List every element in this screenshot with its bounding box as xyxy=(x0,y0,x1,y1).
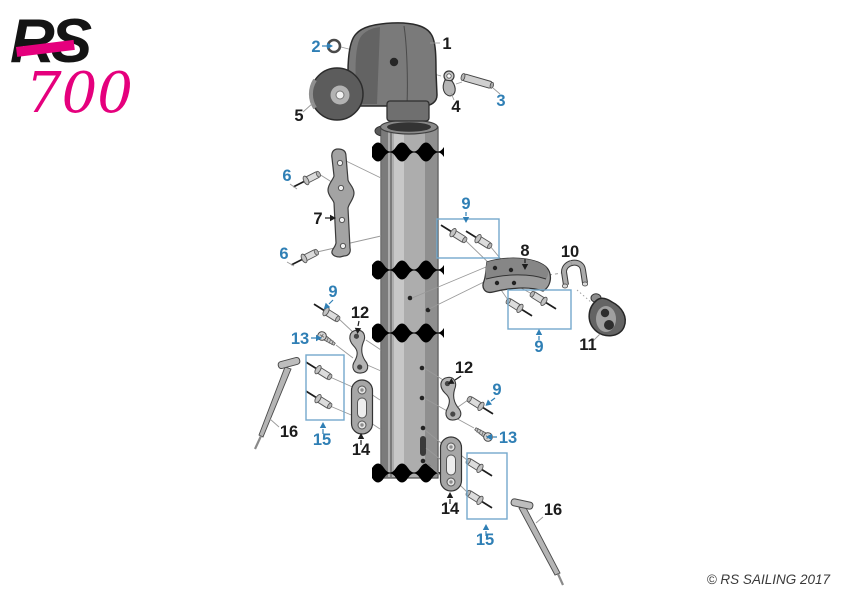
shackle xyxy=(560,259,589,289)
hound-bracket xyxy=(482,257,552,294)
rivet-9-box-top-2 xyxy=(462,226,495,252)
masthead-cap xyxy=(347,22,438,122)
tube-rivet-holes xyxy=(407,295,431,464)
rivet-15-right-2 xyxy=(463,487,496,513)
clevis-pin xyxy=(460,73,494,89)
part-label-14-right: 14 xyxy=(441,500,460,518)
sister-clip xyxy=(442,70,456,97)
gooseneck-bracket xyxy=(327,148,355,258)
part-label-16-left: 16 xyxy=(280,423,298,441)
part-label-12-right: 12 xyxy=(455,359,473,377)
part-label-8: 8 xyxy=(520,242,529,260)
part-label-7: 7 xyxy=(313,210,322,228)
rotation-wand-left xyxy=(254,356,301,450)
rivet-9-box-top-1 xyxy=(437,220,470,246)
callout-labels: 1 2 3 4 5 6 6 7 8 9 9 9 9 10 xyxy=(269,35,601,549)
part-label-9-right: 9 xyxy=(492,381,501,399)
part-label-11: 11 xyxy=(579,336,596,354)
rs700-logo: RS 700 xyxy=(10,7,133,126)
logo-model-text: 700 xyxy=(26,61,133,126)
part-label-12-left: 12 xyxy=(351,304,369,322)
rivet-9-box-bottom-2 xyxy=(527,288,560,314)
part-label-3: 3 xyxy=(496,92,505,110)
mast-tube xyxy=(372,119,444,483)
tube-exit-slot xyxy=(420,436,426,456)
cleat-12-left xyxy=(348,328,369,375)
rivet-9-box-bottom-1 xyxy=(503,295,536,321)
rivet-group-box-15-right xyxy=(466,452,508,520)
rivet-group-box-9-bottom xyxy=(507,289,572,330)
part-label-9-left: 9 xyxy=(328,283,337,301)
rivet-9-right xyxy=(464,393,497,419)
logo-accent-bar xyxy=(16,39,75,57)
part-label-6-bottom: 6 xyxy=(279,245,288,263)
rivet-15-left-1 xyxy=(302,357,335,383)
exit-plate-14-right xyxy=(439,436,463,492)
part-label-16-right: 16 xyxy=(544,501,562,519)
logo-brand-text: RS xyxy=(10,7,92,76)
part-label-14-left: 14 xyxy=(352,441,371,459)
part-label-9-box-top: 9 xyxy=(461,195,470,213)
part-label-5: 5 xyxy=(294,107,303,125)
part-label-1: 1 xyxy=(442,35,451,53)
exit-plate-14-left xyxy=(350,379,374,435)
halyard-block xyxy=(588,293,626,337)
part-label-2: 2 xyxy=(311,38,320,56)
copyright-text: © RS SAILING 2017 xyxy=(707,572,831,587)
part-label-10: 10 xyxy=(561,243,579,261)
screw-13-right xyxy=(472,424,495,444)
part-label-9-box-bottom: 9 xyxy=(534,338,543,356)
sheave-disc xyxy=(308,67,364,121)
rivet-group-box-9-top xyxy=(436,218,500,259)
rivet-group-box-15-left xyxy=(305,354,345,421)
part-label-13-right: 13 xyxy=(499,429,517,447)
rivet-15-left-2 xyxy=(302,386,335,412)
masthead-pin-hole xyxy=(389,57,399,67)
masthead-plug xyxy=(386,100,430,122)
part-label-15-right: 15 xyxy=(476,531,494,549)
rivet-15-right-1 xyxy=(463,455,496,481)
part-label-15-left: 15 xyxy=(313,431,331,449)
part-label-13-left: 13 xyxy=(291,330,309,348)
part-label-4: 4 xyxy=(451,98,461,116)
rotation-wand-right xyxy=(510,498,565,586)
part-label-6-top: 6 xyxy=(282,167,291,185)
